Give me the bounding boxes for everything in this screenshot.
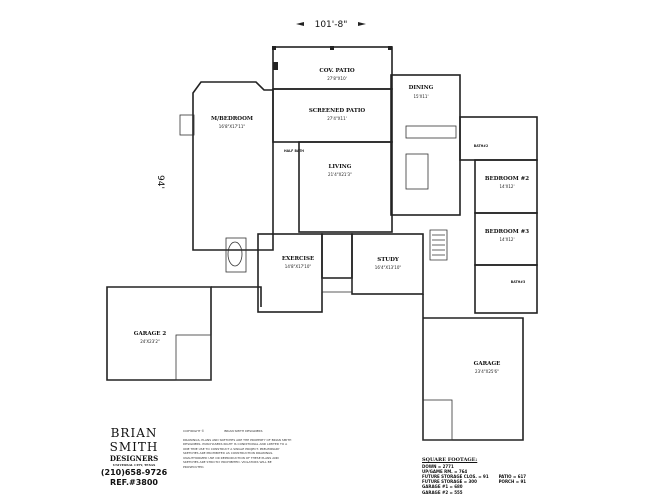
room-screened-patio: SCREENED PATIO 27'4"X11' <box>309 108 366 121</box>
sqft-line: UP/GAME RM. = 764 <box>422 468 468 474</box>
designer-sub: DESIGNERS <box>109 454 159 463</box>
room-name: GARAGE <box>474 361 501 367</box>
room-bath3: BATH#3 <box>511 280 525 284</box>
living-outline <box>298 141 393 233</box>
plan-reference: REF.#3800 <box>110 478 158 487</box>
sqft-line: GARAGE #2 = 555 <box>422 489 463 495</box>
overall-depth-dimension: 94' <box>155 175 165 189</box>
room-size: 15'X11' <box>413 94 428 99</box>
room-size: 27'4"X11' <box>327 116 347 121</box>
designer-block: BRIAN SMITH DESIGNERS UNIVERSAL CITY, TE… <box>98 426 170 488</box>
room-exercise: EXERCISE 14'8"X17'10" <box>282 256 314 269</box>
sqft-line: PATIO = 617 <box>498 473 527 479</box>
room-study: STUDY 16'4"X13'10" <box>375 257 402 270</box>
sqft-line: FUTURE STORAGE CLOS. = 91 <box>422 473 489 479</box>
room-bath2: BATH#2 <box>474 144 488 148</box>
square-footage-title: SQUARE FOOTAGE: <box>422 457 478 463</box>
room-garage2: GARAGE 2 24'X23'2" <box>134 331 167 344</box>
copyright-notice: COPYRIGHT © BRIAN SMITH DESIGNERS DRAWIN… <box>183 429 293 469</box>
room-name: EXERCISE <box>282 256 314 262</box>
exercise-outline <box>257 233 323 313</box>
room-name: STUDY <box>377 257 399 263</box>
sqft-line: GARAGE #1 = 680 <box>422 484 463 490</box>
room-size: 14'X12' <box>499 184 514 189</box>
room-name: SCREENED PATIO <box>309 108 366 114</box>
room-size: 27'8"X10' <box>327 76 347 81</box>
m-bedroom-outline <box>192 81 274 251</box>
room-name: LIVING <box>328 164 351 170</box>
garage-outline <box>422 294 524 441</box>
sqft-line: PORCH = 91 <box>498 478 527 484</box>
room-name: DINING <box>409 85 434 91</box>
room-size: 16'4"X13'10" <box>375 265 402 270</box>
room-size: 23'4"X25'6" <box>475 369 499 374</box>
room-name: M/BEDROOM <box>211 116 253 122</box>
room-size: 14'X12' <box>499 237 514 242</box>
designer-city: UNIVERSAL CITY, TEXAS <box>112 463 156 467</box>
designer-phone: (210)658-9726 <box>100 468 168 477</box>
room-cov-patio: COV. PATIO 27'8"X10' <box>319 68 355 81</box>
room-garage: GARAGE 23'4"X25'6" <box>474 361 501 374</box>
width-label: 101'-8" <box>315 20 348 30</box>
room-name: BEDROOM #2 <box>485 176 529 182</box>
sqft-line: DOWN = 2771 <box>422 463 454 469</box>
overall-width-dimension: 101'-8" <box>296 20 366 30</box>
room-size: 16'8"X17'11" <box>219 124 246 129</box>
room-size: 14'8"X17'10" <box>285 264 312 269</box>
room-name: COV. PATIO <box>319 68 355 74</box>
sqft-line: FUTURE STORAGE = 300 <box>422 479 477 485</box>
copyright-text: DRAWINGS, PLANS AND SKETCHES ARE THE PRO… <box>183 437 292 469</box>
room-size: 21'4"X21'3" <box>328 172 352 177</box>
copyright-label: COPYRIGHT © <box>183 429 205 433</box>
study-outline <box>351 233 424 295</box>
room-dining: DINING 15'X11' <box>409 85 434 99</box>
room-half-bath: HALF BATH <box>284 149 304 153</box>
designer-name: BRIAN SMITH <box>109 426 159 454</box>
room-name: GARAGE 2 <box>134 331 167 337</box>
depth-label: 94' <box>155 175 165 189</box>
square-footage: SQUARE FOOTAGE: DOWN = 2771 UP/GAME RM. … <box>422 457 526 495</box>
room-m-bedroom: M/BEDROOM 16'8"X17'11" <box>211 116 253 129</box>
room-name: BEDROOM #3 <box>485 229 529 235</box>
walls <box>106 46 538 441</box>
copyright-owner: BRIAN SMITH DESIGNERS <box>224 429 263 433</box>
room-bedroom3: BEDROOM #3 14'X12' <box>485 229 529 242</box>
room-size: 24'X23'2" <box>140 339 160 344</box>
room-living: LIVING 21'4"X21'3" <box>328 164 352 177</box>
room-bedroom2: BEDROOM #2 14'X12' <box>485 176 529 189</box>
